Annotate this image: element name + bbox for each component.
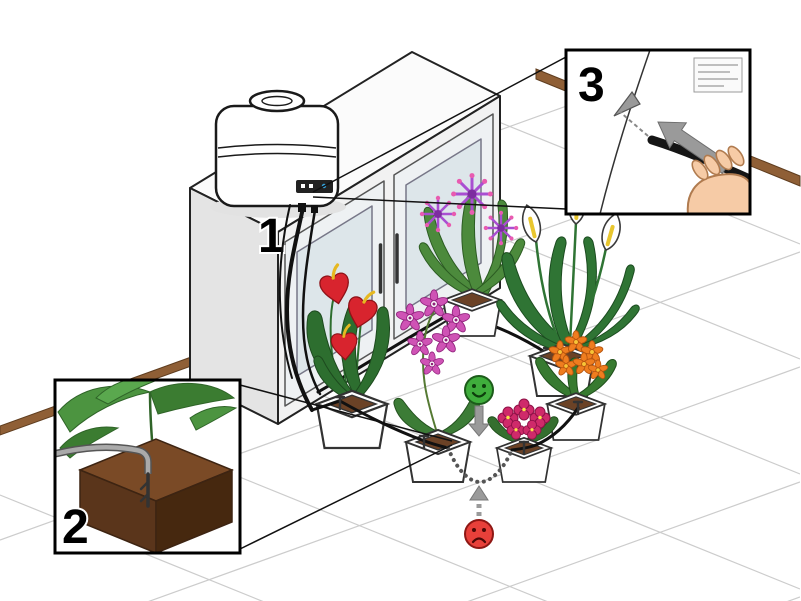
unit-panel-edge xyxy=(599,50,651,214)
door-handles xyxy=(378,233,399,294)
callout-connector-lines xyxy=(239,56,567,550)
callout-3-content xyxy=(599,50,750,214)
sad-face-icon xyxy=(463,518,495,550)
tube-slack-loop xyxy=(446,446,514,485)
arrow-down-icon xyxy=(467,405,491,437)
callout-box-3: 3 xyxy=(564,48,752,216)
plant-bromeliad xyxy=(418,171,526,337)
lid-handle-inner xyxy=(261,95,293,107)
callout-box-2: 2 xyxy=(53,378,242,556)
peace-lily-flower xyxy=(516,201,547,246)
closeup-drip-spike xyxy=(139,472,150,508)
plant-orange-clivia xyxy=(535,330,617,441)
step-3-label: 3 xyxy=(578,59,605,112)
step-1-label: 1 xyxy=(258,210,285,263)
peace-lily-flower xyxy=(596,209,627,255)
callout-2-border xyxy=(53,378,242,555)
plant-anthurium xyxy=(306,261,391,450)
hand xyxy=(686,145,750,214)
callout-2-content xyxy=(55,380,238,553)
closeup-soil xyxy=(78,438,234,553)
barb-connector xyxy=(613,90,641,117)
closeup-stem xyxy=(148,391,154,441)
closeup-drip-tube xyxy=(55,443,152,474)
callout-3-border xyxy=(564,48,752,216)
lid-seam xyxy=(217,143,337,158)
happy-face-icon xyxy=(463,374,495,406)
water-reservoir-unit xyxy=(210,89,346,218)
insert-guide-dashed xyxy=(619,111,649,137)
supply-tubes xyxy=(278,204,322,412)
step-2-label: 2 xyxy=(62,501,89,554)
arrow-up-icon xyxy=(469,485,489,516)
plant-pink-azalea xyxy=(487,398,559,483)
spec-label xyxy=(693,57,743,93)
